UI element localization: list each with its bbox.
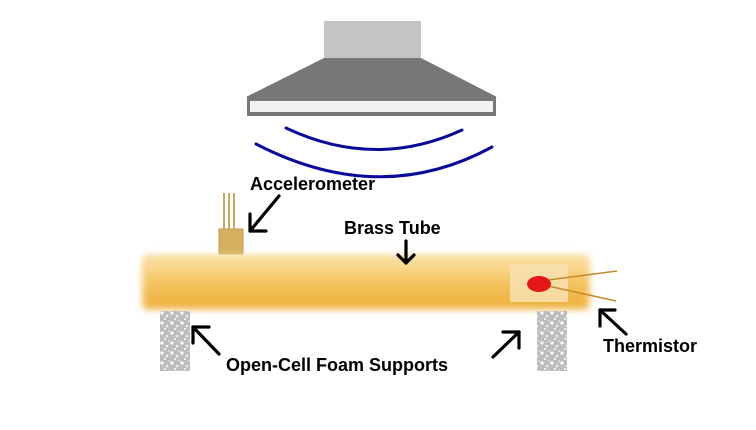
sound-wave-2 <box>254 142 494 179</box>
accelerometer-body <box>218 228 244 255</box>
accelerometer-label: Accelerometer <box>250 174 376 194</box>
accelerometer <box>218 193 244 255</box>
foam-supports-label: Open-Cell Foam Supports <box>226 355 449 375</box>
speaker-rim-inner <box>250 101 493 112</box>
brass-tube-label: Brass Tube <box>344 218 441 238</box>
thermistor <box>510 264 618 302</box>
arrow-foam-right <box>491 330 521 359</box>
foam-support-left <box>160 311 190 371</box>
speaker-cap <box>324 21 421 59</box>
speaker-horn <box>246 58 497 97</box>
arrow-accelerometer <box>248 194 281 233</box>
thermistor-bead <box>527 276 551 292</box>
arrow-thermistor <box>598 308 628 336</box>
speaker <box>246 21 497 116</box>
arrow-brass-tube <box>396 239 416 265</box>
foam-support-right <box>537 311 567 371</box>
arrows <box>191 194 628 359</box>
arrow-foam-left <box>191 325 221 356</box>
foam-supports <box>160 311 567 371</box>
sound-waves <box>254 126 494 179</box>
sound-wave-1 <box>284 126 464 151</box>
thermistor-label: Thermistor <box>603 336 698 356</box>
